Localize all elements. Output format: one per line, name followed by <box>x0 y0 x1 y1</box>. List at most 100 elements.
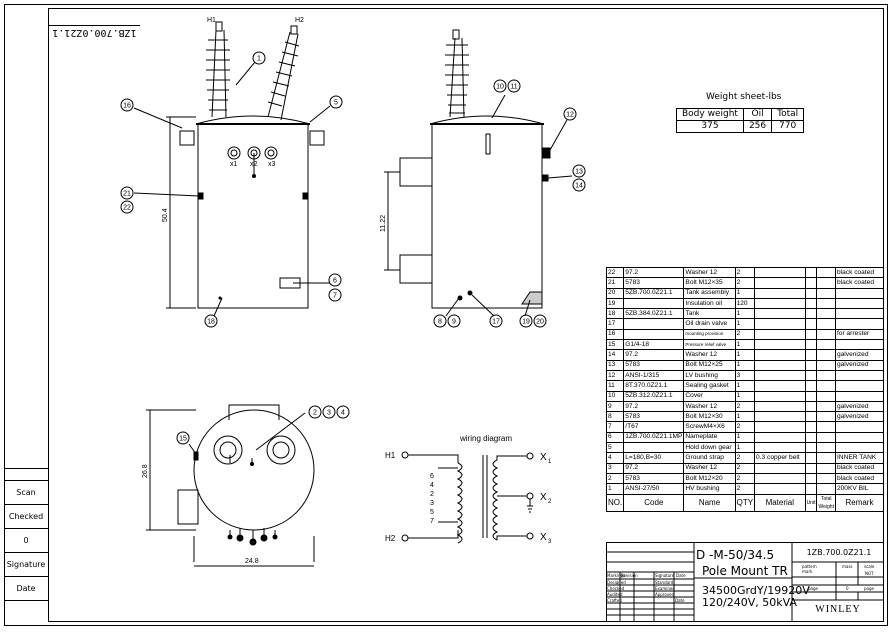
bom-cell <box>804 349 818 361</box>
bom-cell: 10 <box>605 390 625 402</box>
balloon-2: 2 <box>313 410 317 417</box>
bom-cell: /T67 <box>623 421 685 433</box>
bom-cell: 5ZB.700.0Z21.1 <box>623 287 685 299</box>
wiring-h1: H1 <box>385 451 396 460</box>
bom-header-qty: QTY <box>734 493 756 512</box>
balloon-12: 12 <box>566 112 574 119</box>
bom-cell <box>754 442 806 454</box>
bom-cell: 1 <box>734 349 756 361</box>
wiring-title: wiring diagram <box>459 434 512 443</box>
weight-sheet-table: Body weight Oil Total 375 256 770 <box>676 108 805 133</box>
dim-depth: 26.8 <box>142 464 149 478</box>
bom-cell: 3 <box>734 369 756 382</box>
tb-signature: Signature <box>655 573 675 578</box>
bom-cell: 15 <box>605 339 625 351</box>
balloon-circles <box>120 51 586 445</box>
bom-cell: 7 <box>605 421 625 433</box>
bom-cell: L=180,B=30 <box>623 452 685 464</box>
bom-header-no: NO. <box>605 493 625 512</box>
bom-cell <box>754 277 806 289</box>
bom-cell: 1 <box>734 339 756 351</box>
bom-cell <box>816 328 836 341</box>
bom-cell <box>754 369 806 382</box>
bom-cell: 97.2 <box>623 462 685 474</box>
bom-cell: 2 <box>734 472 756 485</box>
bom-cell <box>804 400 818 413</box>
dim-width: 24.8 <box>245 558 259 565</box>
bom-cell <box>804 328 818 341</box>
bom-cell <box>804 462 818 474</box>
bom-cell <box>804 411 818 423</box>
bom-cell: 97.2 <box>623 349 685 361</box>
bom-cell: 2 <box>605 472 625 485</box>
balloon-9: 9 <box>452 319 456 326</box>
bom-cell <box>816 318 836 330</box>
bom-cell: G1/4-18 <box>623 339 685 351</box>
bom-cell: 1ZB.700.0Z21.1MP <box>623 431 685 444</box>
bom-cell <box>834 421 885 433</box>
bom-cell: 5 <box>605 442 625 454</box>
bom-cell: 1 <box>734 411 756 423</box>
weight-sheet-title: Weight sheet-lbs <box>706 92 782 102</box>
bom-cell <box>816 400 836 413</box>
bom-cell: black coated <box>834 462 885 474</box>
bom-cell: INNER TANK <box>834 452 885 464</box>
tap-4: 4 <box>430 482 434 489</box>
bom-cell: mounting provision <box>683 328 736 341</box>
balloon-10: 10 <box>496 84 504 91</box>
bom-header-weight-text: Weight <box>818 503 834 510</box>
balloon-19: 19 <box>522 319 530 326</box>
tb-page: page <box>808 586 818 591</box>
bom-cell <box>623 318 685 330</box>
bom-cell: 2 <box>734 266 756 279</box>
tb-examined: Examined <box>655 586 675 591</box>
wiring-labels: wiring diagram H1 H2 X 1 X 2 X 3 6 4 2 3… <box>385 434 552 545</box>
bom-cell: 8T.370.0Z21.1 <box>623 380 685 392</box>
bom-cell <box>834 369 885 382</box>
bom-cell <box>834 431 885 444</box>
top-view <box>146 404 315 567</box>
bom-cell: 4 <box>605 452 625 464</box>
title-voltage: 34500GrdY/19920V <box>702 584 810 597</box>
bom-cell <box>816 277 836 289</box>
balloon-8: 8 <box>438 319 442 326</box>
bom-cell <box>816 297 836 310</box>
label-x2: x2 <box>250 161 258 168</box>
tap-6: 6 <box>430 473 434 480</box>
bom-cell: 12 <box>605 369 625 382</box>
tb-standard: Standard <box>655 580 674 585</box>
bom-cell: Hold down gear <box>683 442 736 454</box>
bom-cell <box>754 472 806 485</box>
bom-cell <box>804 308 818 320</box>
bom-cell <box>754 318 806 330</box>
balloon-16: 16 <box>123 103 131 110</box>
bom-cell: 5783 <box>623 472 685 485</box>
bom-cell: Washer 12 <box>683 462 736 474</box>
bom-cell <box>804 266 818 279</box>
side-blank <box>4 600 48 624</box>
tb-markings: Markings <box>607 573 626 578</box>
bom-cell <box>804 472 818 485</box>
bom-cell <box>816 442 836 454</box>
bom-cell: 5783 <box>623 277 685 289</box>
bom-cell <box>754 308 806 320</box>
dim-height: 50.4 <box>162 208 169 222</box>
wiring-x1-sub: 1 <box>548 459 552 465</box>
bom-header-material: Material <box>754 493 806 512</box>
label-h1: H1 <box>207 17 216 24</box>
tb-checked: Checked <box>607 586 625 591</box>
title-model: D -M-50/34.5 <box>696 548 775 562</box>
bom-cell: 1 <box>605 483 625 495</box>
bom-cell: black coated <box>834 472 885 485</box>
bom-cell: Insulation oil <box>683 297 736 310</box>
